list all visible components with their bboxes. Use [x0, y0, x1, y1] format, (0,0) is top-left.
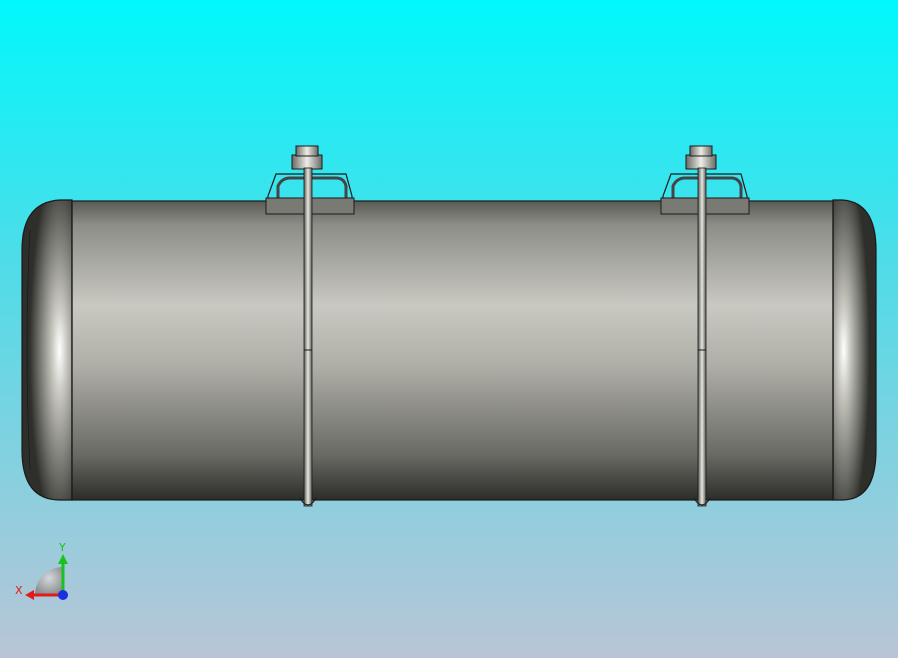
- triad-z-axis-icon: [58, 590, 68, 600]
- tank-left-cap-rim: [26, 229, 31, 471]
- saddle-1-washer: [295, 145, 319, 157]
- saddle-2-nut: [685, 154, 717, 170]
- saddle-2-rod-bottom: [693, 497, 711, 506]
- saddle-2-bracket-inner: [671, 176, 743, 214]
- triad-x-label: X: [15, 584, 23, 597]
- u-bolt-saddle-2[interactable]: [660, 145, 750, 507]
- saddle-1-rod-bottom: [299, 497, 317, 506]
- tank-model[interactable]: [21, 145, 877, 507]
- reference-triad[interactable]: Y X: [15, 541, 68, 600]
- u-bolt-saddle-1[interactable]: [265, 145, 355, 507]
- triad-xy-plane-icon: [35, 567, 63, 595]
- saddle-2-rod: [697, 167, 707, 507]
- saddle-2-washer: [689, 145, 713, 157]
- saddle-1-nut: [291, 154, 323, 170]
- triad-x-arrow-icon: [25, 590, 34, 600]
- tank-body: [71, 200, 834, 501]
- saddle-1-rod: [303, 167, 313, 507]
- triad-y-arrow-icon: [58, 554, 68, 564]
- triad-y-label: Y: [58, 541, 66, 554]
- tank-left-cap: [21, 199, 73, 501]
- saddle-1-bracket-inner: [276, 176, 348, 214]
- tank-right-cap: [832, 199, 877, 501]
